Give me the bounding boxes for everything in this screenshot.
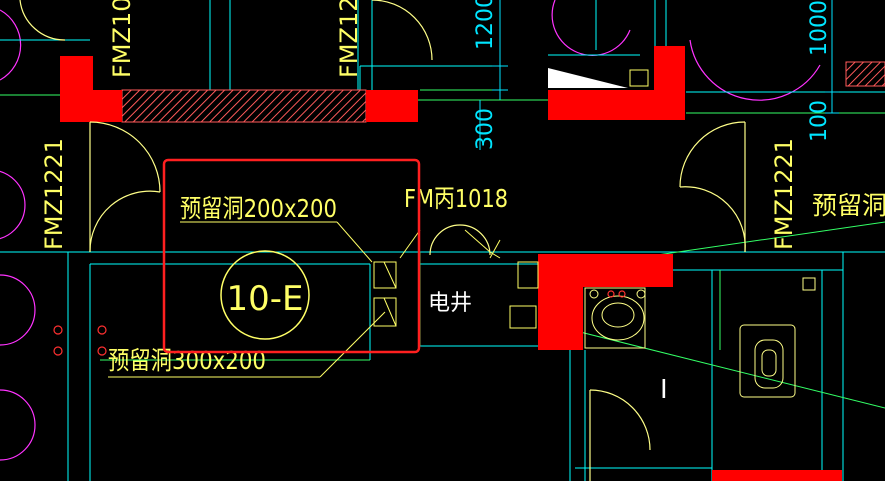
shaft-details	[373, 229, 539, 329]
washbasin	[584, 287, 646, 349]
dim-100-label: 100	[807, 100, 832, 142]
hole-200-partial-label: 预留洞20	[812, 191, 885, 220]
hole-200-label: 预留洞200x200	[180, 194, 337, 223]
fmz-top-left-label: FMZ10	[108, 0, 136, 78]
magenta-arcs	[0, 0, 821, 461]
grid-bubble-circle	[220, 250, 310, 340]
highlight-box[interactable]	[162, 158, 421, 354]
grid-bubble-label: 10-E	[226, 279, 303, 319]
hatched-wall	[121, 89, 367, 123]
dim-1000-label: 1000	[807, 0, 832, 56]
squat-toilet	[739, 324, 796, 398]
outlet-circles	[53, 290, 626, 356]
small-square	[802, 277, 816, 291]
dimension-lines	[479, 0, 839, 150]
dim-1200-label: 1200	[473, 0, 498, 50]
hole-300-label: 预留洞300x200	[108, 346, 266, 375]
fm-door-label: FM丙1018	[404, 184, 508, 213]
fmz-left-label: FMZ1221	[40, 138, 68, 250]
wall-notch	[629, 69, 649, 87]
fmz-right-label: FMZ1221	[770, 138, 798, 250]
roman-numeral-label: I	[660, 375, 668, 405]
leader-lines	[319, 221, 386, 378]
white-wedge	[548, 68, 628, 88]
fmz-top-mid-label: FMZ12	[335, 0, 363, 78]
door-swings	[19, 0, 746, 481]
hatched-wall-small	[845, 61, 885, 87]
dim-300-label: 300	[473, 108, 498, 150]
shaft-label: 电井	[428, 291, 472, 316]
grid-bubble[interactable]: 10-E	[220, 250, 310, 340]
wall-solids	[60, 46, 842, 481]
